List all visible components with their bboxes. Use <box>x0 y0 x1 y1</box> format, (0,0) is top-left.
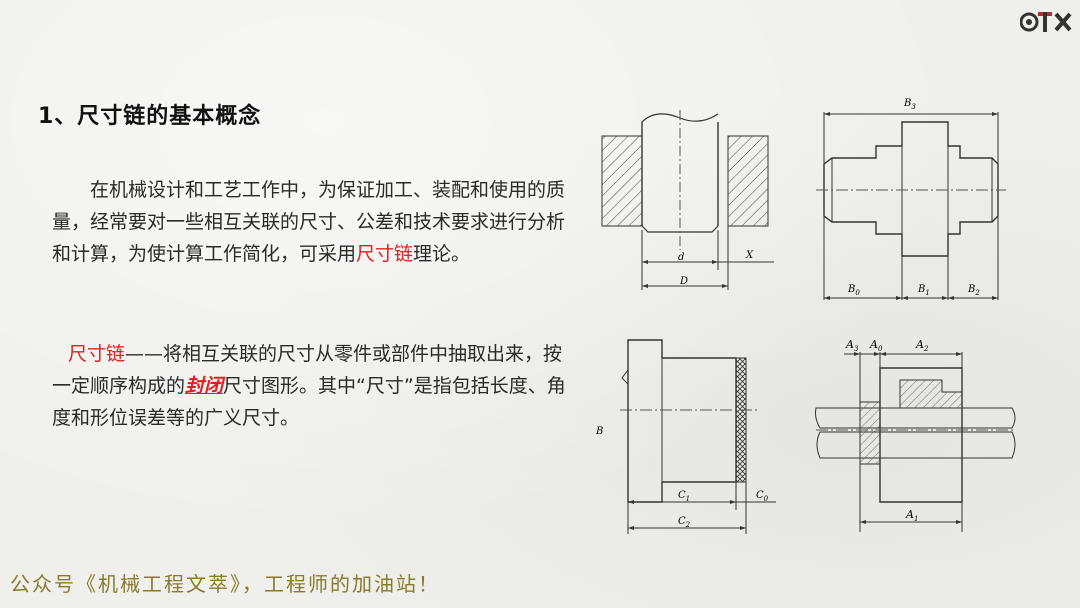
definition-emphasis: 封闭 <box>185 375 224 397</box>
label-A2: A2 <box>915 338 929 353</box>
label-B: B <box>595 426 603 437</box>
definition-text-2: 尺寸图形。其中“尺寸”是指包括长度、角度和形位误差等的广义尺寸。 <box>52 375 566 429</box>
label-C2: C2 <box>678 516 691 529</box>
paragraph-definition: 尺寸链——将相互关联的尺寸从零件或部件中抽取出来，按一定顺序构成的封闭尺寸图形。… <box>52 338 572 434</box>
intro-text-2: 理论。 <box>413 243 471 265</box>
label-B3: B3 <box>903 98 916 111</box>
paragraph-intro: 在机械设计和工艺工作中，为保证加工、装配和使用的质量，经常要对一些相互关联的尺寸… <box>52 174 572 270</box>
label-A3: A3 <box>845 338 859 353</box>
figure-stepped-shaft: B3 B0 B1 B2 <box>816 98 1006 300</box>
definition-term: 尺寸链 <box>68 343 126 365</box>
definition-text-1: ——将相互关联的尺寸从零件或部件中抽取出来，按一定顺序构成的 <box>52 343 563 397</box>
footer-slogan: 公众号《机械工程文萃》，工程师的加油站！ <box>10 572 440 596</box>
label-d: d <box>678 252 684 263</box>
label-C0: C0 <box>756 490 769 503</box>
label-B1: B1 <box>917 284 930 297</box>
label-A0: A0 <box>869 338 883 353</box>
label-X: X <box>745 250 754 261</box>
intro-text-1: 在机械设计和工艺工作中，为保证加工、装配和使用的质量，经常要对一些相互关联的尺寸… <box>52 179 566 265</box>
label-C1: C1 <box>678 490 690 503</box>
label-A1: A1 <box>905 508 918 523</box>
figure-assembly: A3 A0 A2 A1 <box>815 338 1016 532</box>
figure-shaft-hole: d D X <box>601 110 774 290</box>
slide-title: 1、尺寸链的基本概念 <box>38 104 262 129</box>
brand-logo <box>1020 12 1072 32</box>
label-B2: B2 <box>967 284 980 297</box>
label-D: D <box>679 276 688 287</box>
label-B0: B0 <box>847 284 860 297</box>
intro-highlight: 尺寸链 <box>356 243 414 265</box>
figure-sleeve: B C1 C0 C2 <box>595 339 776 534</box>
